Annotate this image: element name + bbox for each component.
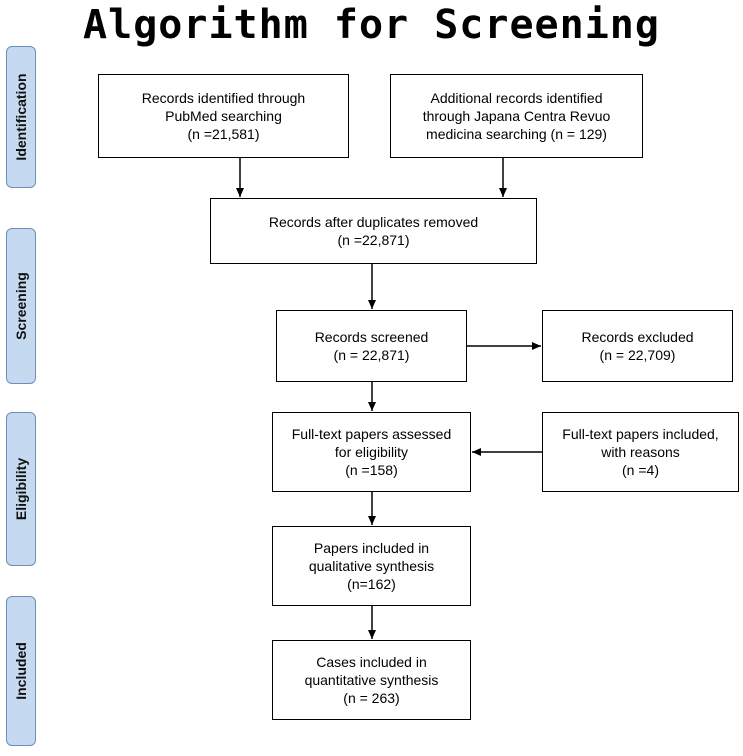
phase-identification: Identification — [6, 46, 36, 188]
box-quantitative-synthesis: Cases included in quantitative synthesis… — [272, 640, 471, 720]
box-line: with reasons — [601, 444, 680, 460]
box-japana-records: Additional records identified through Ja… — [390, 74, 643, 158]
box-line: medicina searching (n = 129) — [426, 126, 607, 142]
box-line: quantitative synthesis — [304, 672, 439, 688]
box-line: Records after duplicates removed — [268, 214, 479, 230]
box-line: qualitative synthesis — [308, 558, 435, 574]
phase-included: Included — [6, 596, 36, 746]
box-pubmed-records: Records identified through PubMed search… — [98, 74, 349, 158]
box-line: (n =4) — [622, 462, 659, 478]
box-line: Full-text papers assessed — [291, 426, 452, 442]
box-fulltext-assessed: Full-text papers assessed for eligibilit… — [272, 412, 471, 492]
box-line: Records screened — [314, 329, 429, 345]
box-line: PubMed searching — [165, 108, 282, 124]
box-line: (n =22,871) — [337, 232, 410, 248]
page-title: Algorithm for Screening — [83, 2, 660, 48]
box-line: (n=162) — [347, 576, 396, 592]
box-qualitative-synthesis: Papers included in qualitative synthesis… — [272, 526, 471, 606]
phase-screening: Screening — [6, 228, 36, 384]
box-fulltext-included: Full-text papers included, with reasons … — [542, 412, 739, 492]
box-line: (n = 22,871) — [333, 347, 410, 363]
box-line: (n =158) — [345, 462, 398, 478]
box-records-screened: Records screened (n = 22,871) — [276, 310, 467, 382]
box-line: (n = 263) — [343, 690, 400, 706]
box-records-excluded: Records excluded (n = 22,709) — [542, 310, 733, 382]
box-line: through Japana Centra Revuo — [422, 108, 611, 124]
phase-eligibility: Eligibility — [6, 412, 36, 566]
box-line: Full-text papers included, — [562, 426, 719, 442]
box-duplicates-removed: Records after duplicates removed (n =22,… — [210, 198, 537, 264]
box-line: (n = 22,709) — [599, 347, 676, 363]
box-line: Cases included in — [316, 654, 427, 670]
box-line: Papers included in — [313, 540, 430, 556]
box-line: Records excluded — [581, 329, 694, 345]
box-line: Records identified through — [141, 90, 306, 106]
box-line: Additional records identified — [430, 90, 603, 106]
box-line: for eligibility — [334, 444, 409, 460]
box-line: (n =21,581) — [187, 126, 260, 142]
